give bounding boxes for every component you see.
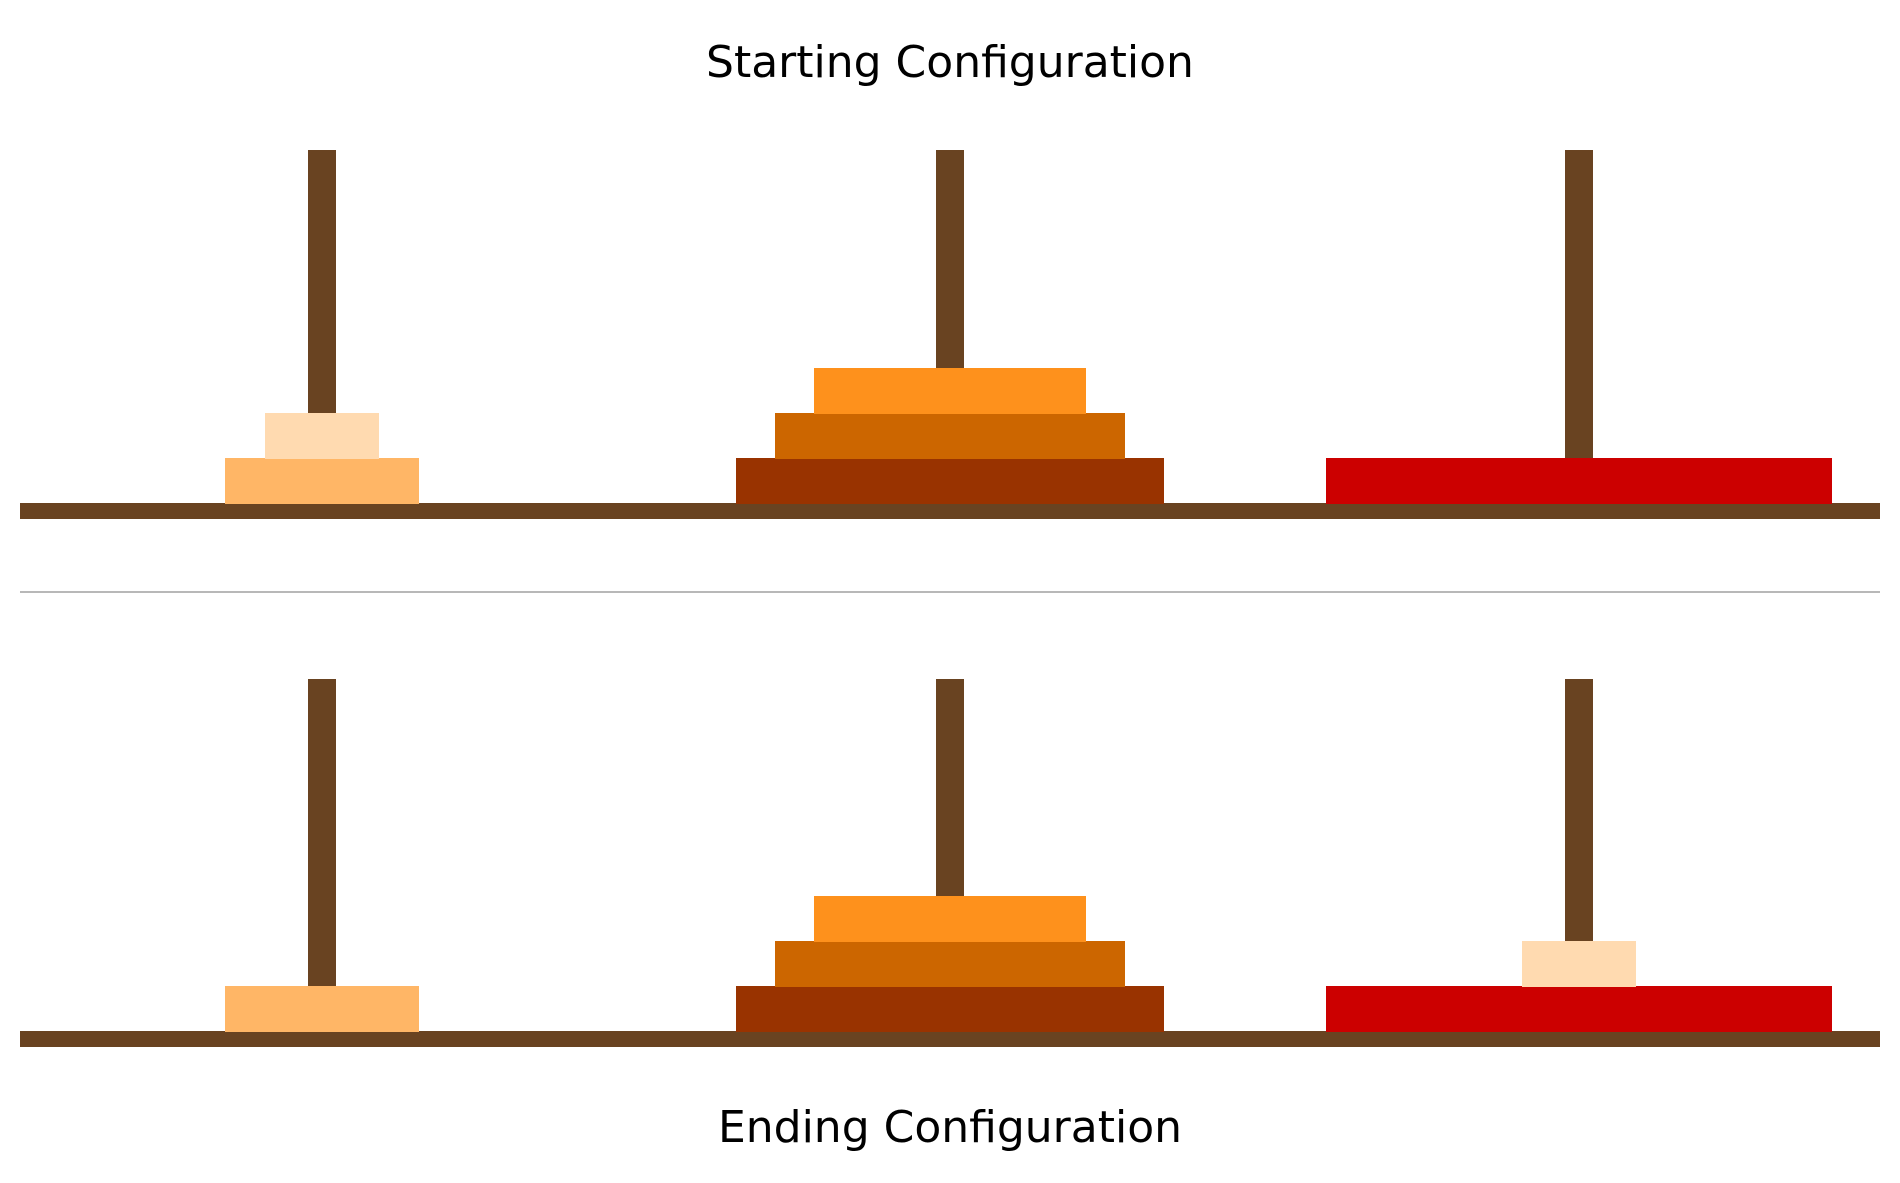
disk-2 [225, 986, 419, 1032]
base-platform [20, 1031, 1880, 1047]
starting-configuration-title: Starting Configuration [706, 37, 1194, 88]
ending-configuration-title: Ending Configuration [718, 1102, 1182, 1153]
disk-1 [1522, 941, 1636, 987]
disk-4 [775, 413, 1125, 459]
peg-1 [308, 679, 336, 1031]
disk-4 [775, 941, 1125, 987]
disk-6 [1326, 458, 1832, 504]
base-platform [20, 503, 1880, 519]
starting-configuration-panel [20, 150, 1880, 519]
disk-3 [814, 896, 1086, 942]
disk-1 [265, 413, 379, 459]
disk-5 [736, 986, 1164, 1032]
disk-3 [814, 368, 1086, 414]
disk-2 [225, 458, 419, 504]
disk-5 [736, 458, 1164, 504]
peg-3 [1565, 150, 1593, 503]
ending-configuration-panel [20, 679, 1880, 1047]
disk-6 [1326, 986, 1832, 1032]
